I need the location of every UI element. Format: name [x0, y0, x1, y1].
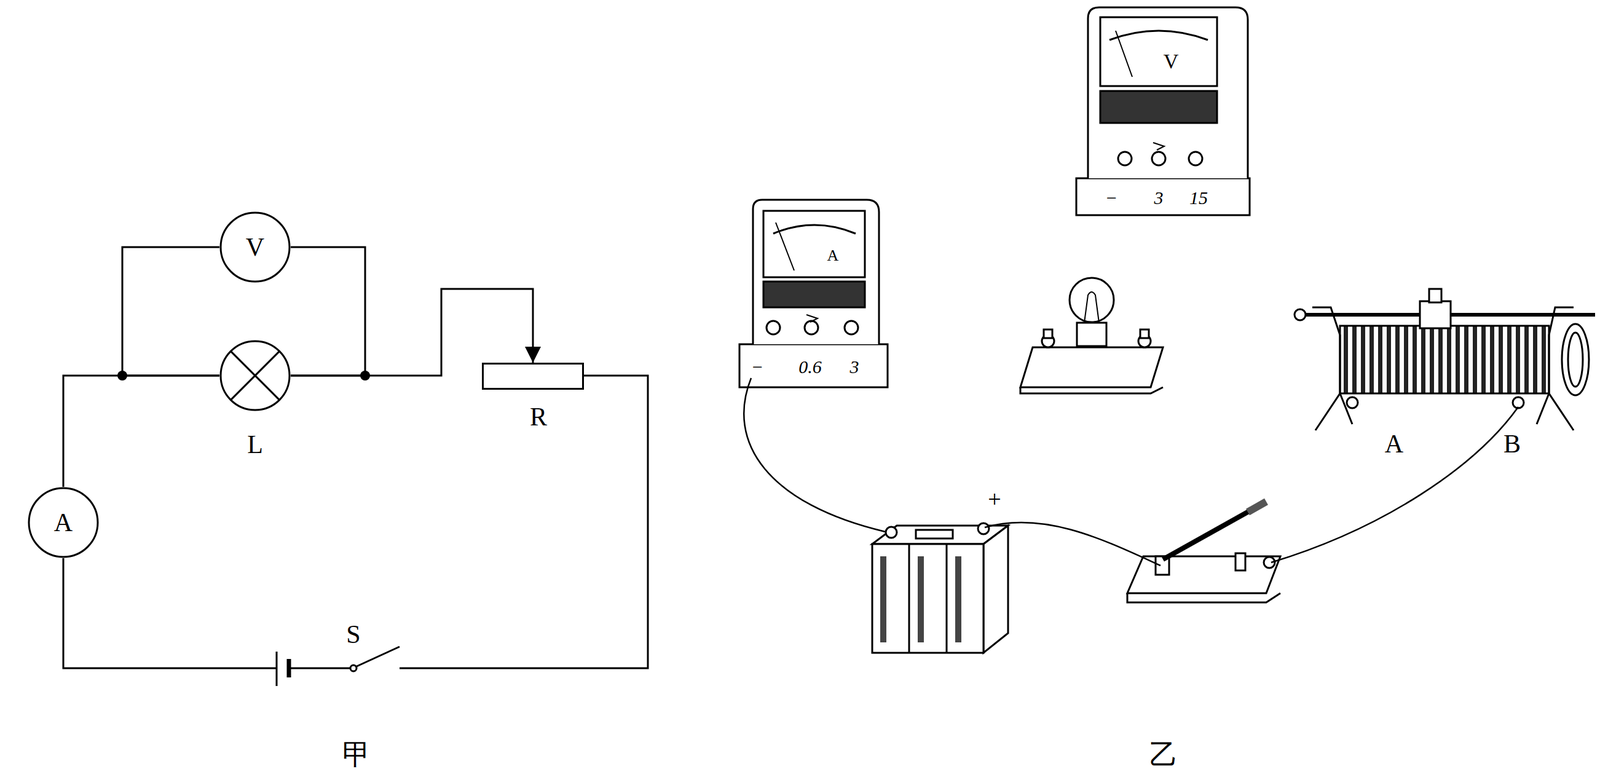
terminal-label: B: [1503, 430, 1521, 457]
switch-symbol: [350, 646, 400, 672]
component-label: V: [245, 234, 265, 261]
voltmeter-symbol: V: [219, 211, 291, 283]
dial-symbol: A: [827, 247, 840, 264]
battery-symbol: [276, 651, 289, 686]
terminal-label: 0.6: [798, 357, 822, 377]
voltmeter-picture: [1076, 7, 1250, 216]
dial-symbol: V: [1163, 51, 1179, 72]
switch-label: S: [346, 621, 361, 648]
schematic-wires: [63, 375, 648, 669]
bulb-picture: [1020, 277, 1163, 394]
rheostat-symbol-outline: [481, 362, 584, 390]
figure-label: 乙: [1149, 740, 1178, 769]
component-label: R: [529, 403, 548, 430]
wire: [290, 288, 533, 376]
component-label: L: [247, 431, 264, 458]
wire: [122, 247, 220, 376]
terminal-label: −: [1105, 188, 1118, 208]
lamp-symbol-outline: [219, 339, 291, 412]
lamp-symbol: L: [219, 339, 291, 463]
figure-label: 甲: [342, 740, 371, 769]
ammeter-picture: [739, 199, 888, 388]
battery-picture: [872, 523, 1009, 653]
wire: [290, 247, 366, 376]
component-label: A: [54, 509, 73, 536]
rheostat-symbol: R: [481, 335, 584, 434]
terminal-label: 3: [1154, 188, 1164, 208]
terminal-label: 15: [1189, 188, 1208, 208]
wire: [63, 375, 220, 487]
switch-picture: [1127, 501, 1281, 603]
polarity-sign: +: [987, 487, 1001, 511]
terminal-label: 3: [850, 357, 860, 377]
physical-wires: [743, 378, 1519, 566]
terminal-label: A: [1384, 430, 1404, 457]
ammeter-symbol: A: [27, 486, 99, 559]
terminal-label: −: [751, 357, 764, 377]
rheostat-picture: [1294, 288, 1596, 431]
